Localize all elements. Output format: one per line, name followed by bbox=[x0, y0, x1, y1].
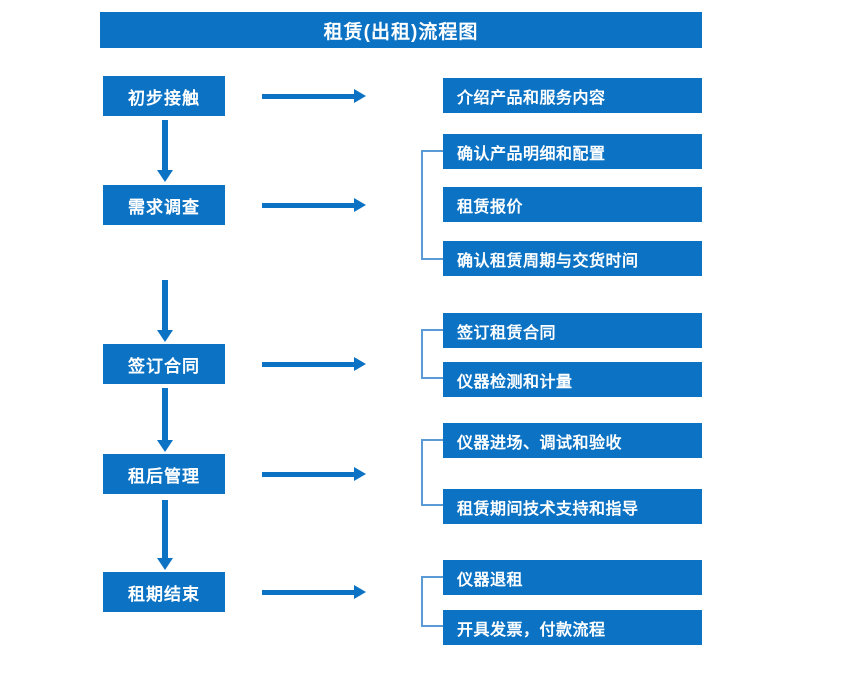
detail-box-2-label: 确认产品明细和配置 bbox=[457, 145, 606, 163]
stage-box-4-label: 租后管理 bbox=[128, 466, 200, 486]
detail-box-2[interactable]: 确认产品明细和配置 bbox=[443, 134, 702, 169]
detail-box-9[interactable]: 仪器退租 bbox=[443, 560, 702, 595]
arrow-down-stage-2-to-3 bbox=[157, 280, 173, 342]
arrow-shaft bbox=[262, 472, 356, 477]
arrow-down-stage-4-to-5 bbox=[157, 500, 173, 570]
arrow-right-stage-5 bbox=[262, 585, 366, 599]
arrowhead-down-icon bbox=[157, 170, 173, 182]
arrowhead-right-icon bbox=[354, 89, 366, 103]
arrowhead-right-icon bbox=[354, 585, 366, 599]
detail-box-10-label: 开具发票，付款流程 bbox=[457, 621, 606, 639]
detail-box-5[interactable]: 签订租赁合同 bbox=[443, 313, 702, 348]
stage-box-1-label: 初步接触 bbox=[128, 88, 200, 108]
arrowhead-down-icon bbox=[157, 558, 173, 570]
stage-box-5-label: 租期结束 bbox=[128, 584, 200, 604]
detail-box-3[interactable]: 租赁报价 bbox=[443, 187, 702, 222]
stage-box-4[interactable]: 租后管理 bbox=[103, 454, 225, 494]
arrow-down-stage-3-to-4 bbox=[157, 388, 173, 452]
stage-box-2-label: 需求调查 bbox=[128, 197, 200, 217]
arrowhead-down-icon bbox=[157, 330, 173, 342]
arrow-right-stage-4 bbox=[262, 467, 366, 481]
detail-box-8[interactable]: 租赁期间技术支持和指导 bbox=[443, 489, 702, 524]
bracket-group-demand bbox=[421, 150, 443, 260]
detail-box-8-label: 租赁期间技术支持和指导 bbox=[457, 500, 639, 518]
detail-box-1[interactable]: 介绍产品和服务内容 bbox=[443, 78, 702, 113]
arrow-shaft bbox=[162, 388, 168, 440]
arrowhead-right-icon bbox=[354, 198, 366, 212]
arrow-right-stage-3 bbox=[262, 357, 366, 371]
detail-box-7-label: 仪器进场、调试和验收 bbox=[457, 434, 623, 452]
stage-box-2[interactable]: 需求调查 bbox=[103, 185, 225, 225]
stage-box-3[interactable]: 签订合同 bbox=[103, 344, 225, 384]
arrow-shaft bbox=[162, 120, 168, 170]
diagram-title: 租赁(出租)流程图 bbox=[100, 12, 702, 48]
detail-box-10[interactable]: 开具发票，付款流程 bbox=[443, 610, 702, 645]
arrow-shaft bbox=[162, 280, 168, 330]
detail-box-1-label: 介绍产品和服务内容 bbox=[457, 89, 606, 107]
arrow-shaft bbox=[262, 94, 356, 99]
detail-box-4-label: 确认租赁周期与交货时间 bbox=[457, 252, 639, 270]
detail-box-5-label: 签订租赁合同 bbox=[457, 324, 557, 342]
bracket-group-end bbox=[421, 576, 443, 627]
arrowhead-right-icon bbox=[354, 467, 366, 481]
bracket-group-contract bbox=[421, 329, 443, 379]
detail-box-6[interactable]: 仪器检测和计量 bbox=[443, 362, 702, 397]
arrow-shaft bbox=[162, 500, 168, 558]
arrow-shaft bbox=[262, 590, 356, 595]
arrow-right-stage-1 bbox=[262, 89, 366, 103]
arrow-down-stage-1-to-2 bbox=[157, 120, 173, 182]
arrow-shaft bbox=[262, 362, 356, 367]
detail-box-9-label: 仪器退租 bbox=[457, 571, 524, 589]
stage-box-3-label: 签订合同 bbox=[128, 356, 200, 376]
detail-box-7[interactable]: 仪器进场、调试和验收 bbox=[443, 423, 702, 458]
bracket-group-management bbox=[421, 439, 443, 506]
stage-box-1[interactable]: 初步接触 bbox=[103, 76, 225, 116]
detail-box-4[interactable]: 确认租赁周期与交货时间 bbox=[443, 241, 702, 276]
detail-box-3-label: 租赁报价 bbox=[457, 198, 524, 216]
arrowhead-right-icon bbox=[354, 357, 366, 371]
stage-box-5[interactable]: 租期结束 bbox=[103, 572, 225, 612]
detail-box-6-label: 仪器检测和计量 bbox=[457, 373, 573, 391]
arrow-shaft bbox=[262, 203, 356, 208]
arrowhead-down-icon bbox=[157, 440, 173, 452]
arrow-right-stage-2 bbox=[262, 198, 366, 212]
